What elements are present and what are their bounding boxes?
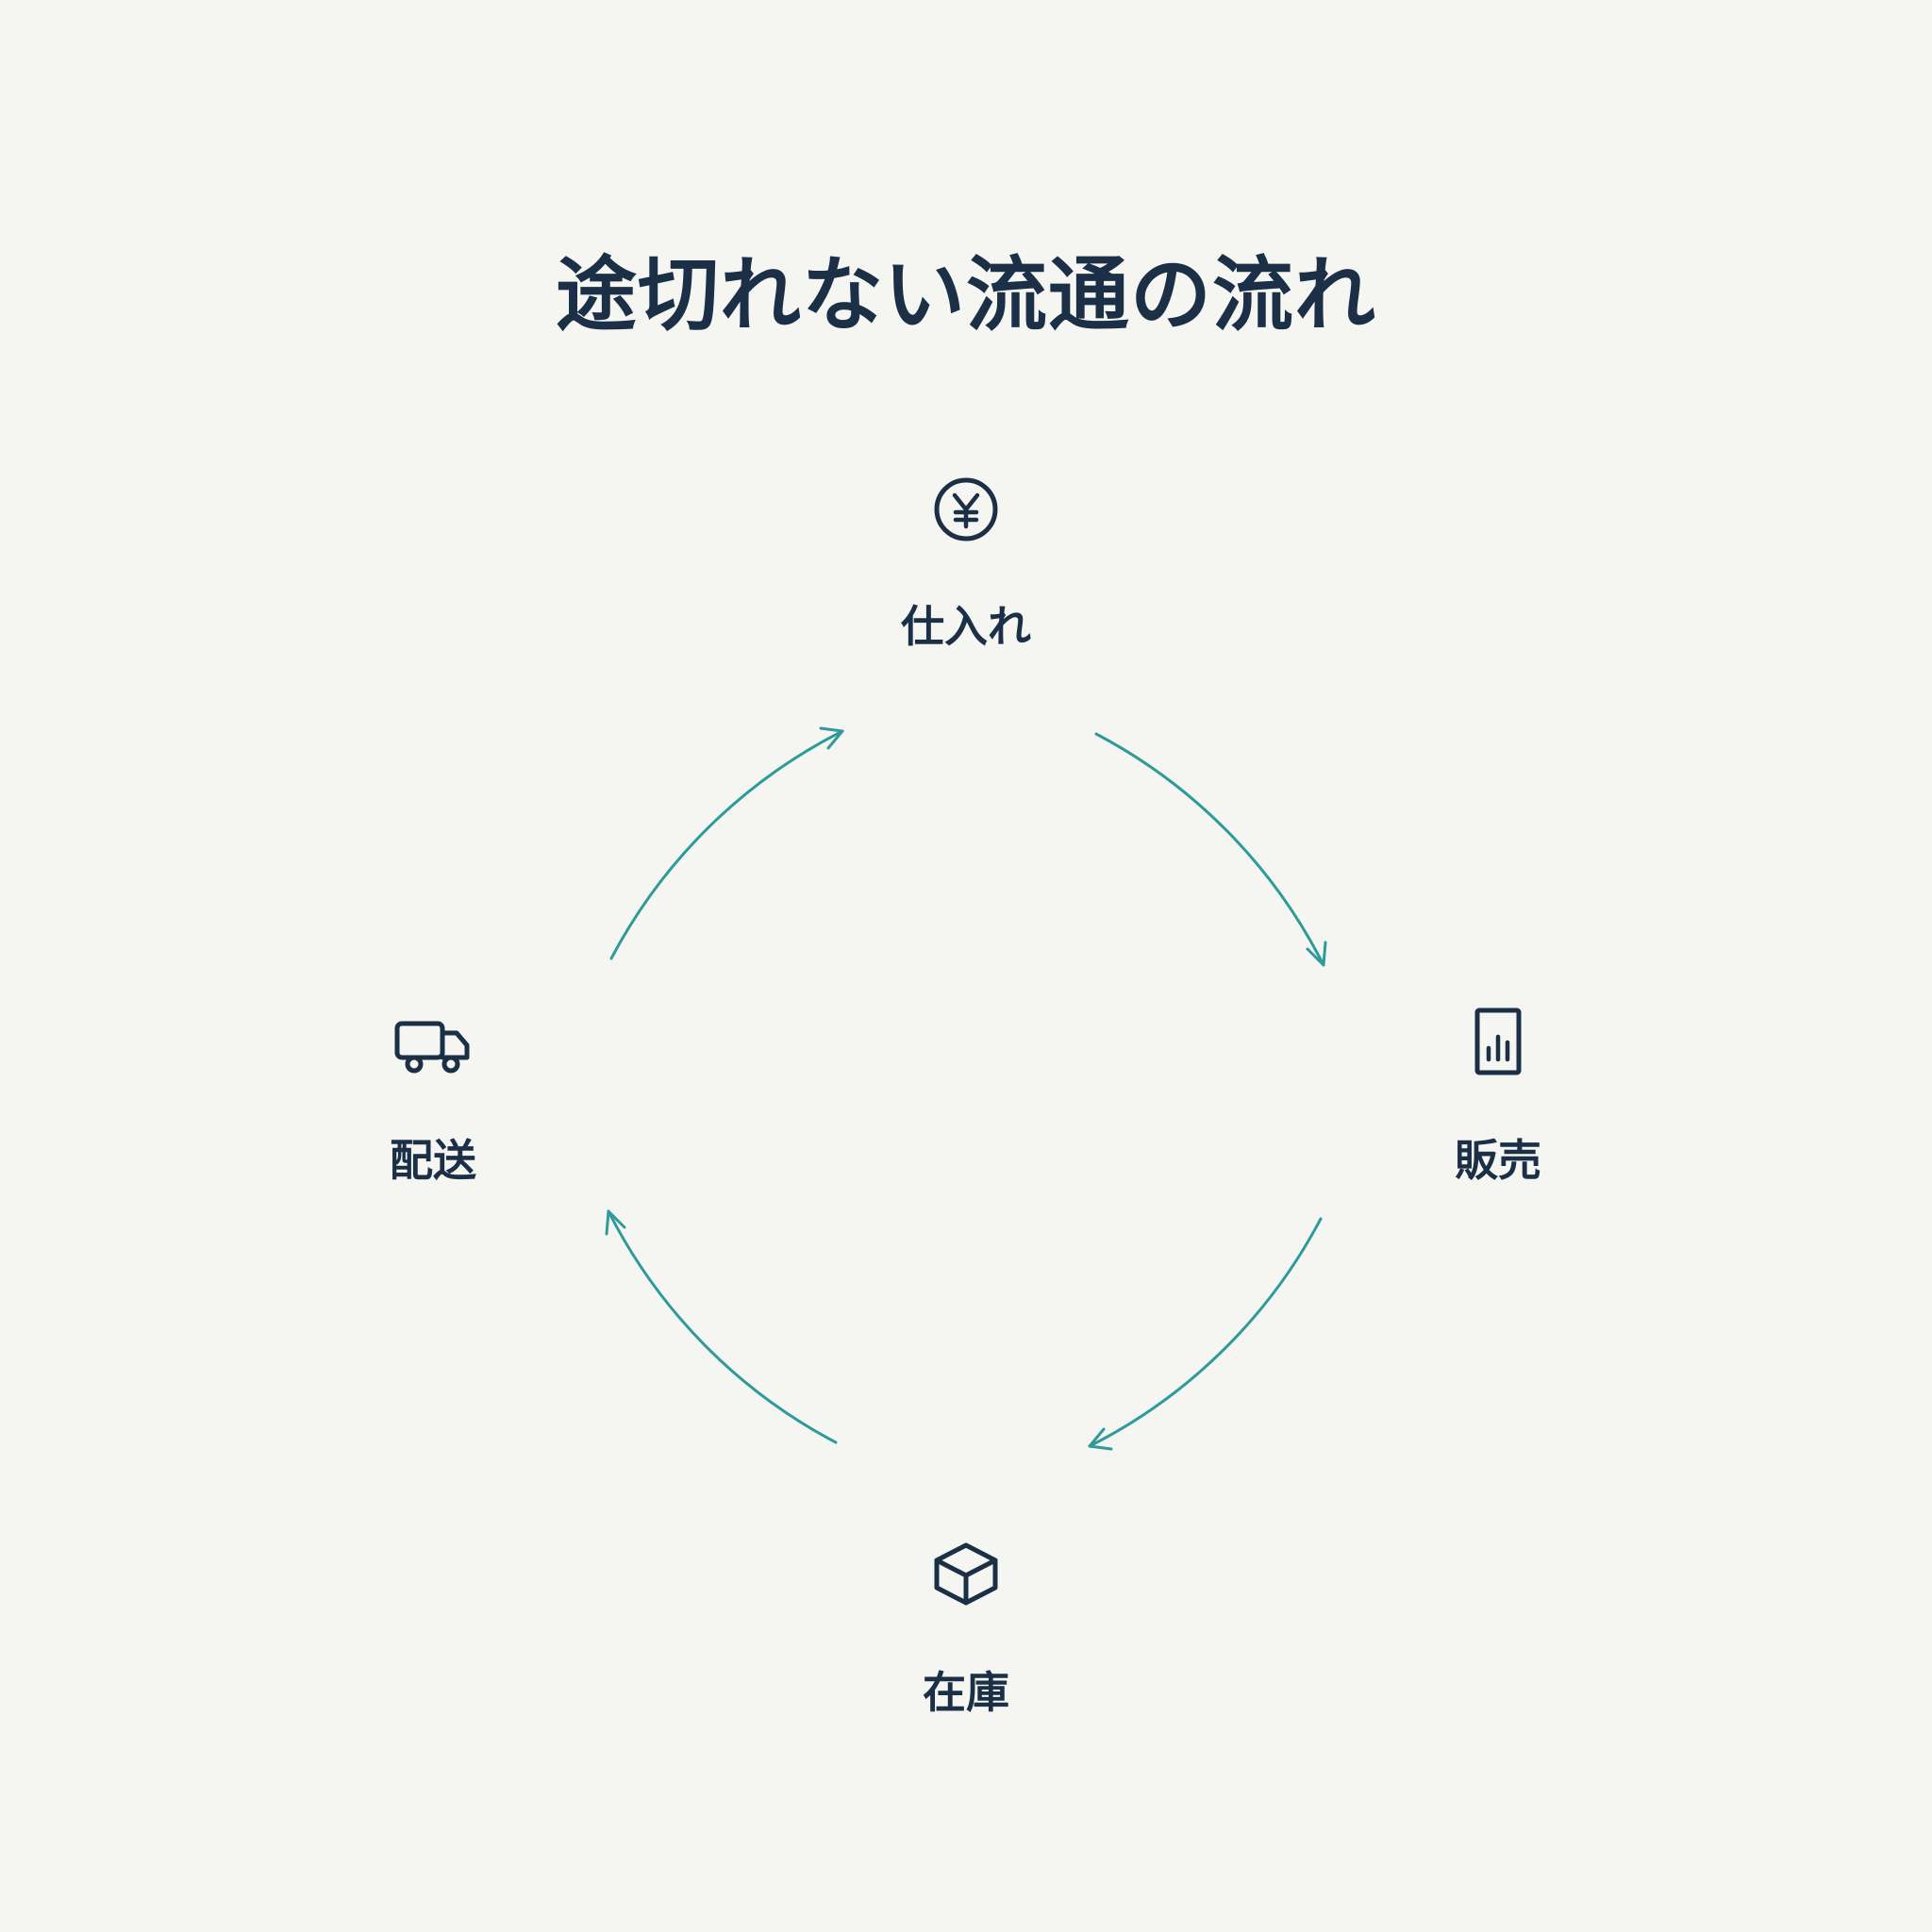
truck-icon (394, 1021, 470, 1074)
node-label-sales: 販売 (1455, 1135, 1541, 1186)
page-title: 途切れない流通の流れ (556, 248, 1376, 342)
arrow-purchase-to-sales (1094, 732, 1327, 967)
arrow-inventory-to-delivery (605, 1209, 838, 1444)
node-purchase: 仕入れ (901, 477, 1031, 652)
node-inventory: 在庫 (923, 1542, 1009, 1718)
yen-circle-icon (934, 477, 998, 541)
node-label-purchase: 仕入れ (901, 601, 1031, 652)
node-label-inventory: 在庫 (923, 1667, 1009, 1718)
node-sales: 販売 (1455, 1008, 1541, 1186)
arrow-delivery-to-purchase (609, 726, 844, 960)
node-delivery: 配送 (390, 1021, 476, 1186)
node-label-delivery: 配送 (390, 1135, 476, 1186)
arrow-sales-to-inventory (1088, 1217, 1323, 1451)
box-icon (934, 1542, 998, 1606)
bar-chart-document-icon (1474, 1008, 1522, 1075)
